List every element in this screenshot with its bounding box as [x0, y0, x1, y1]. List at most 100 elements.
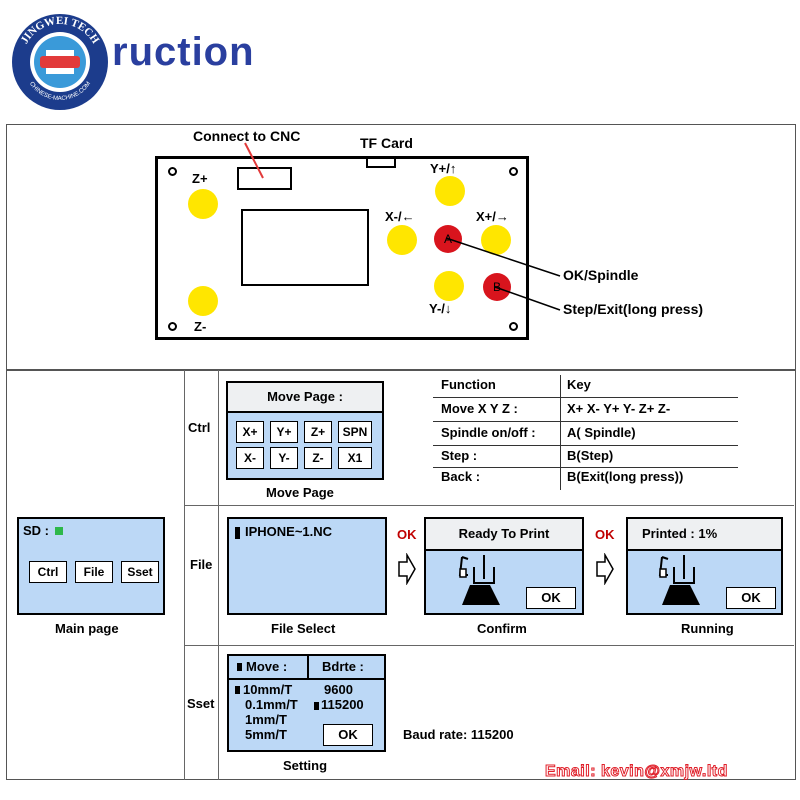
jingwei-tech-seal-logo: JINGWEI TECH CHINESE-MACHINE.COM — [10, 12, 110, 112]
table-divider — [433, 467, 738, 468]
y-minus-label: Y-/↓ — [429, 301, 452, 316]
main-page-caption: Main page — [55, 621, 119, 636]
running-caption: Running — [681, 621, 734, 636]
selection-marker-icon — [314, 702, 319, 710]
baud-option[interactable]: 115200 — [321, 697, 364, 712]
baud-option[interactable]: 9600 — [324, 682, 353, 697]
file-select-caption: File Select — [271, 621, 336, 636]
table-cell-function: Back : — [441, 469, 481, 484]
sd-status-icon — [55, 527, 63, 535]
ok-step-label: OK — [595, 527, 615, 542]
move-page-header: Move Page : — [228, 383, 382, 413]
y-plus-button[interactable] — [435, 176, 465, 206]
printer-icon — [658, 555, 700, 605]
setting-header-row — [229, 656, 384, 680]
page-title: ruction — [112, 30, 255, 74]
row-label-ctrl: Ctrl — [188, 420, 211, 435]
sset-button[interactable]: Sset — [121, 561, 159, 583]
grid-divider — [218, 370, 219, 780]
move-page-screen: Move Page : X+ Y+ Z+ SPN X- Y- Z- X1 — [226, 381, 384, 480]
sd-label: SD : — [23, 523, 49, 538]
email-watermark: Email: kevin@xmjw.ltd — [545, 763, 728, 781]
z-minus-button[interactable] — [188, 286, 218, 316]
grid-divider — [184, 505, 794, 506]
ok-step-label: OK — [397, 527, 417, 542]
setting-caption: Setting — [283, 758, 328, 773]
move-key-button[interactable]: SPN — [338, 421, 372, 443]
x-minus-label: X-/← — [385, 209, 415, 224]
ctrl-button[interactable]: Ctrl — [29, 561, 67, 583]
connect-to-cnc-label: Connect to CNC — [193, 128, 301, 144]
cnc-connector — [237, 167, 292, 190]
x-plus-label: X+/→ — [476, 209, 509, 224]
z-plus-label: Z+ — [192, 171, 208, 186]
move-key-button[interactable]: Z- — [304, 447, 332, 469]
lcd-display — [241, 209, 369, 286]
baud-rate-note: Baud rate: 115200 — [403, 727, 514, 742]
menu-flow-grid — [6, 370, 796, 780]
printer-icon — [458, 555, 500, 605]
right-arrow-icon — [398, 553, 416, 585]
running-screen: Printed : 1% OK — [626, 517, 783, 615]
table-cell-key: X+ X- Y+ Y- Z+ Z- — [567, 401, 671, 416]
move-key-button[interactable]: Y+ — [270, 421, 298, 443]
board-diagram-frame — [6, 124, 796, 370]
mount-hole-icon — [168, 167, 177, 176]
file-button[interactable]: File — [75, 561, 113, 583]
selection-marker-icon — [237, 663, 242, 671]
table-cell-key: A( Spindle) — [567, 425, 636, 440]
x-plus-button[interactable] — [481, 225, 511, 255]
z-minus-label: Z- — [194, 319, 207, 334]
setting-ok-button[interactable]: OK — [323, 724, 373, 746]
confirm-header: Ready To Print — [426, 519, 582, 551]
ok-spindle-desc: OK/Spindle — [563, 267, 639, 283]
grid-divider — [184, 370, 185, 780]
confirm-caption: Confirm — [477, 621, 527, 636]
z-plus-button[interactable] — [188, 189, 218, 219]
table-cell-function: Spindle on/off : — [441, 425, 536, 440]
table-divider — [433, 445, 738, 446]
table-cell-key: B(Step) — [567, 448, 614, 463]
confirm-ok-button[interactable]: OK — [526, 587, 576, 609]
tf-card-label: TF Card — [360, 135, 413, 151]
board-callout-lines — [244, 142, 561, 311]
table-divider — [433, 397, 738, 398]
move-step-option[interactable]: 0.1mm/T — [245, 697, 298, 712]
file-select-screen: IPHONE~1.NC — [227, 517, 387, 615]
controller-board: Z+ Z- Y+/↑ X-/← X+/→ A B Y-/↓ — [155, 156, 529, 340]
move-key-button[interactable]: X+ — [236, 421, 264, 443]
move-step-option[interactable]: 1mm/T — [245, 712, 287, 727]
move-header: Move : — [246, 659, 288, 674]
table-header-key: Key — [567, 377, 591, 392]
bdrte-header: Bdrte : — [322, 659, 364, 674]
table-header-function: Function — [441, 377, 496, 392]
move-key-button[interactable]: Z+ — [304, 421, 332, 443]
file-name[interactable]: IPHONE~1.NC — [245, 524, 333, 539]
step-exit-desc: Step/Exit(long press) — [563, 301, 704, 317]
y-plus-label: Y+/↑ — [430, 161, 457, 176]
x-minus-button[interactable] — [387, 225, 417, 255]
move-step-option[interactable]: 10mm/T — [243, 682, 293, 697]
setting-divider — [307, 656, 309, 678]
mount-hole-icon — [509, 167, 518, 176]
move-key-button[interactable]: Y- — [270, 447, 298, 469]
running-ok-button[interactable]: OK — [726, 587, 776, 609]
move-key-button[interactable]: X- — [236, 447, 264, 469]
y-minus-button[interactable] — [434, 271, 464, 301]
running-header: Printed : 1% — [628, 519, 781, 551]
row-label-file: File — [190, 557, 213, 572]
mount-hole-icon — [168, 322, 177, 331]
main-page-screen: SD : Ctrl File Sset — [17, 517, 165, 615]
mount-hole-icon — [509, 322, 518, 331]
selection-marker-icon — [235, 686, 240, 694]
table-cell-key: B(Exit(long press)) — [567, 469, 684, 484]
table-divider — [560, 375, 561, 490]
move-key-button[interactable]: X1 — [338, 447, 372, 469]
right-arrow-icon — [596, 553, 614, 585]
move-step-option[interactable]: 5mm/T — [245, 727, 287, 742]
table-cell-function: Step : — [441, 448, 478, 463]
selection-marker-icon — [235, 527, 240, 539]
setting-screen: Move : Bdrte : 10mm/T 0.1mm/T 1mm/T 5mm/… — [227, 654, 386, 752]
row-label-sset: Sset — [187, 696, 215, 711]
confirm-screen: Ready To Print OK — [424, 517, 584, 615]
